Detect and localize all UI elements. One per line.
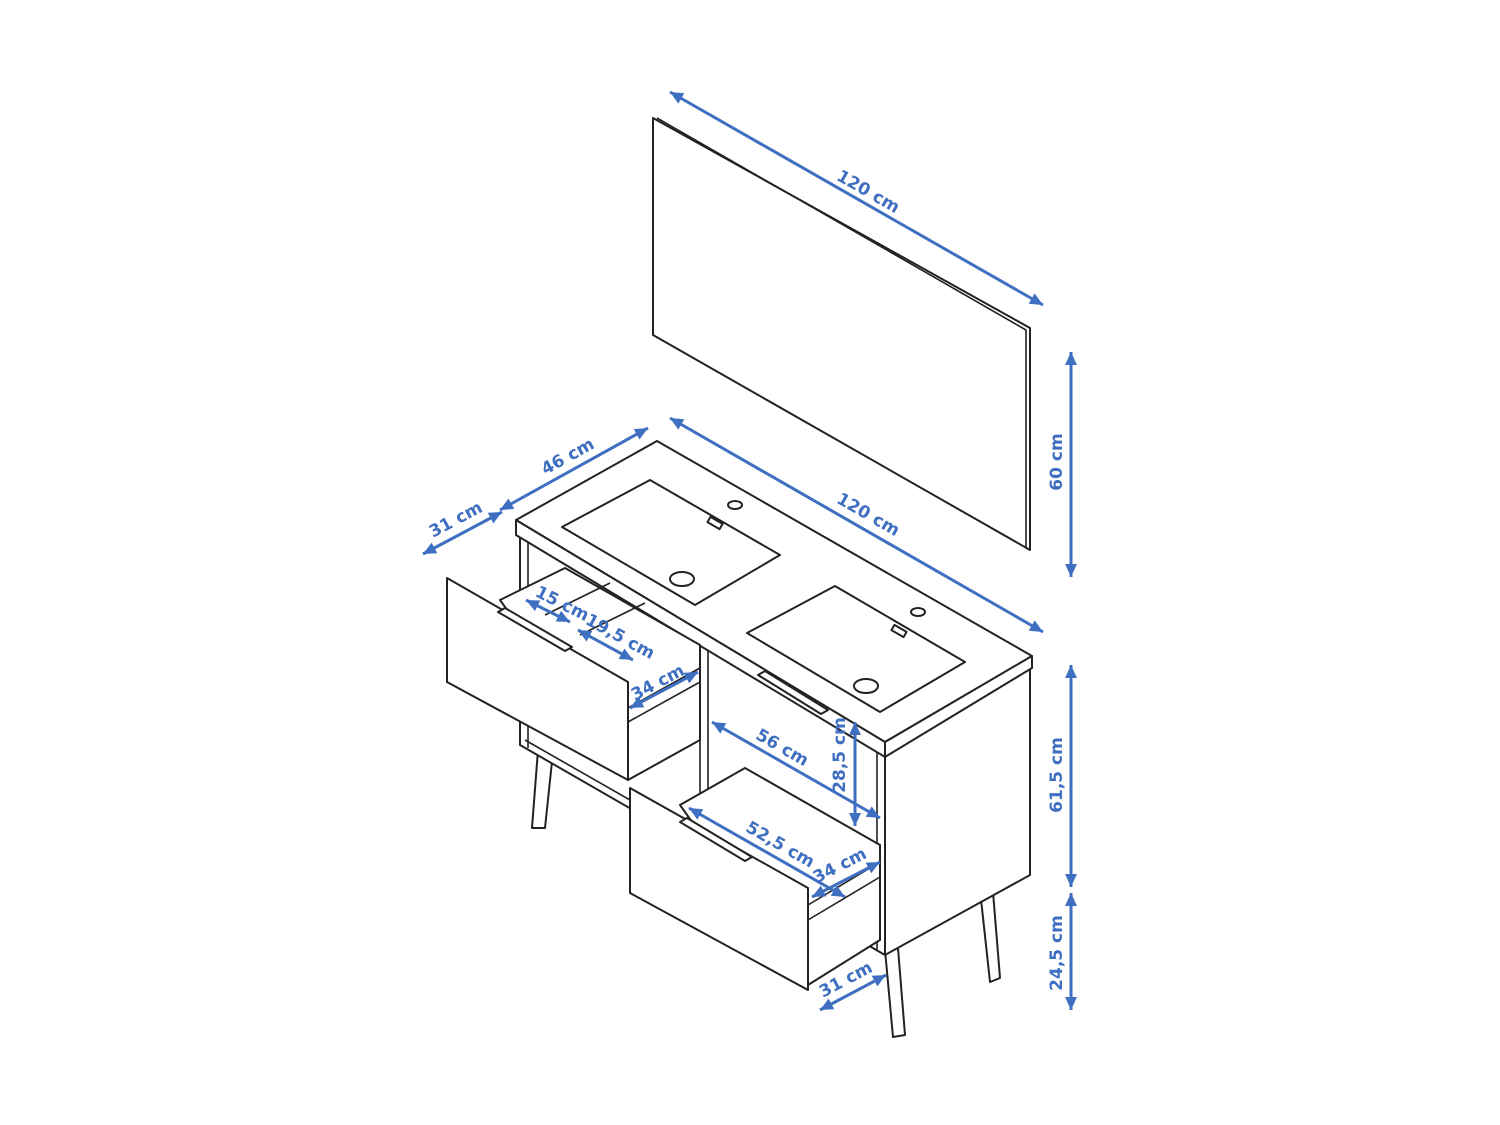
dimension-line [669,90,1044,307]
arrowhead-icon [1028,293,1043,305]
dimension-cabinet-height: 61,5 cm [1047,665,1077,887]
dimension-label: 24,5 cm [1047,915,1067,991]
dimension-line [669,416,1044,634]
arrowhead-icon [689,808,704,820]
arrowhead-icon [1028,620,1043,632]
arrowhead-icon [487,512,502,524]
arrowhead-icon [1065,665,1077,678]
dimension-mirror-height: 60 cm [1047,352,1077,577]
arrowhead-icon [1065,997,1077,1010]
arrowhead-icon [830,885,845,897]
arrowhead-icon [500,498,515,510]
arrowhead-icon [712,722,727,734]
arrowhead-icon [578,630,593,642]
right-door-handle [757,670,829,715]
arrowhead-icon [618,648,633,660]
arrowhead-icon [1065,352,1077,365]
arrowhead-icon [670,418,685,430]
basin-right [746,585,966,713]
arrowhead-icon [865,862,880,874]
arrowhead-icon [526,600,541,612]
mirror [652,117,1031,551]
dimension-drawer-extension-top: 31 cm [422,498,503,556]
dimension-line [422,510,503,556]
dimension-label: 28,5 cm [830,717,850,793]
dimension-shelf-height: 28,5 cm [830,717,861,826]
dimension-label: 60 cm [1047,433,1067,490]
dimension-line [499,426,649,512]
basin-left [561,479,781,606]
arrowhead-icon [630,696,645,708]
dimension-leg-height: 24,5 cm [1047,893,1077,1010]
dimension-line [688,806,846,899]
arrowhead-icon [633,428,648,440]
arrowhead-icon [871,975,886,987]
arrowhead-icon [1065,874,1077,887]
bottom-drawer-open [629,767,881,991]
arrowhead-icon [683,672,698,684]
arrowhead-icon [849,722,861,735]
arrowhead-icon [865,806,880,818]
arrowhead-icon [1065,564,1077,577]
arrowhead-icon [1065,893,1077,906]
arrowhead-icon [849,813,861,826]
top-drawer-open [446,567,701,781]
arrowhead-icon [820,998,835,1010]
dimension-label: 61,5 cm [1047,737,1067,813]
arrowhead-icon [423,542,438,554]
dimension-line [711,720,881,820]
arrowhead-icon [670,92,685,104]
arrowhead-icon [812,885,827,897]
arrowhead-icon [555,610,570,622]
